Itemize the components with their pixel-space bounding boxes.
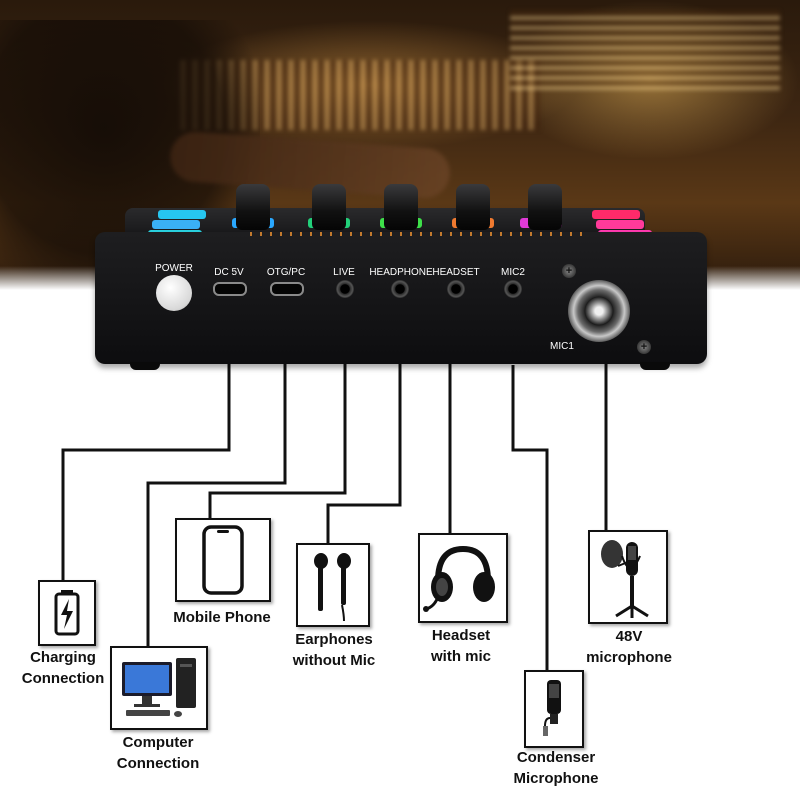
computer-label: Computer Connection <box>98 732 218 774</box>
mobile-phone-label: Mobile Phone <box>158 607 286 628</box>
knob-5[interactable] <box>528 184 562 230</box>
pad-left-2 <box>152 220 200 229</box>
jack-live[interactable] <box>336 280 354 298</box>
port-label-mic2: MIC2 <box>497 267 529 278</box>
headset-icon <box>420 535 506 621</box>
device-foot-left <box>130 362 160 370</box>
condenser-microphone-icon <box>526 672 582 746</box>
knob-3[interactable] <box>384 184 418 230</box>
port-label-headphone: HEADPHONE <box>368 267 434 278</box>
jack-mic2[interactable] <box>504 280 522 298</box>
knob-2[interactable] <box>312 184 346 230</box>
port-label-otg-pc: OTG/PC <box>263 267 309 278</box>
port-label-headset: HEADSET <box>432 267 480 278</box>
desktop-computer-icon <box>112 648 206 728</box>
pad-right-2 <box>596 220 644 229</box>
condenser-label: Condenser Microphone <box>496 747 616 789</box>
port-label-mic1: MIC1 <box>546 341 578 352</box>
device-foot-right <box>640 362 670 370</box>
jack-headphone[interactable] <box>391 280 409 298</box>
computer-box <box>110 646 208 730</box>
usb-c-port-otg-pc[interactable] <box>270 282 304 296</box>
battery-charging-icon <box>40 582 94 644</box>
screw-top-icon: + <box>562 264 576 278</box>
knob-4[interactable] <box>456 184 490 230</box>
screw-bottom-icon: + <box>637 340 651 354</box>
headset-box <box>418 533 508 623</box>
earphones-box <box>296 543 370 627</box>
charging-label: Charging Connection <box>8 647 118 689</box>
usb-c-port-dc5v[interactable] <box>213 282 247 296</box>
power-button[interactable] <box>156 275 192 311</box>
led-indicator-row <box>250 232 590 236</box>
condenser-box <box>524 670 584 748</box>
knob-1[interactable] <box>236 184 270 230</box>
studio-microphone-icon <box>590 532 666 622</box>
port-label-live: LIVE <box>328 267 360 278</box>
mobile-phone-box <box>175 518 271 602</box>
pad-left-1 <box>158 210 206 219</box>
pad-right-1 <box>592 210 640 219</box>
earphones-label: Earphones without Mic <box>276 629 392 671</box>
port-label-dc5v: DC 5V <box>209 267 249 278</box>
jack-headset[interactable] <box>447 280 465 298</box>
mic48v-box <box>588 530 668 624</box>
mic48v-label: 48V microphone <box>570 626 688 668</box>
xlr-combo-port-mic1[interactable] <box>568 280 630 342</box>
earphones-icon <box>298 545 368 625</box>
wire-mic2-condenser <box>513 365 547 672</box>
charging-box <box>38 580 96 646</box>
mobile-phone-icon <box>177 520 269 600</box>
headset-label: Headset with mic <box>406 625 516 667</box>
port-label-power: POWER <box>154 263 194 274</box>
